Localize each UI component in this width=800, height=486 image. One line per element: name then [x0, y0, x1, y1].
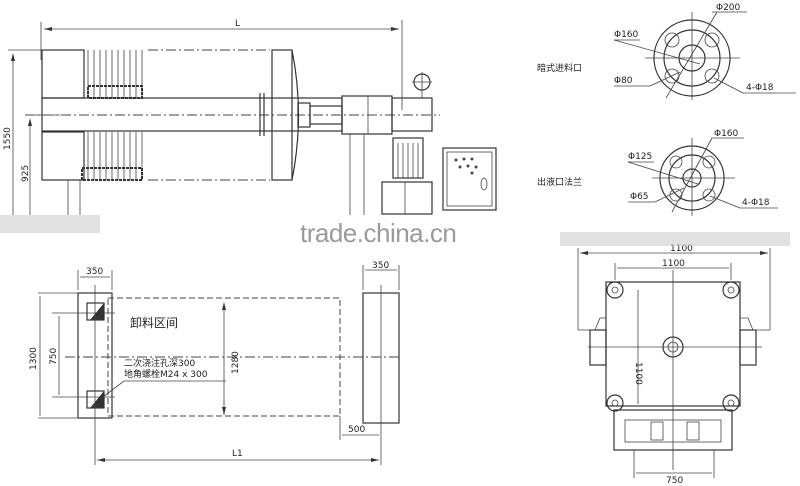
outlet-bore: Φ65 — [630, 192, 649, 202]
end-view: 1100 1100 1100 750 — [577, 244, 771, 486]
end-bolt-vertical: 1100 — [633, 362, 643, 385]
end-overall-width: 1100 — [670, 244, 693, 254]
feed-flange-title: 暗式进料口 — [537, 62, 582, 74]
foundation-plan: 350 1300 750 卸料区间 1280 二次浇注孔深300 地角螺栓M24… — [29, 261, 400, 465]
outlet-outer-dia: Φ160 — [714, 129, 739, 139]
anchor-note: 地角螺栓M24 x 300 — [124, 368, 208, 380]
outlet-flange: Φ160 Φ125 Φ65 4-Φ18 出液口法兰 — [537, 129, 778, 216]
dim-1550: 1550 — [3, 127, 13, 150]
outlet-holes: 4-Φ18 — [742, 198, 770, 208]
side-view: L 1550 925 — [3, 19, 497, 215]
feed-bolt-circle: Φ160 — [614, 30, 639, 40]
dim-L: L — [235, 19, 240, 29]
left-pad-width: 350 — [86, 267, 103, 277]
end-base-width: 750 — [666, 476, 683, 486]
discharge-zone-label: 卸料区间 — [130, 315, 178, 330]
right-pad-width: 350 — [372, 261, 389, 271]
feed-flange: Φ200 Φ160 Φ80 4-Φ18 暗式进料口 — [537, 3, 796, 100]
grout-note: 二次浇注孔深300 — [124, 357, 195, 369]
feed-holes: 4-Φ18 — [746, 83, 774, 93]
feed-outer-dia: Φ200 — [716, 3, 741, 13]
bolt-spacing: 750 — [49, 348, 59, 365]
discharge-width: 1280 — [231, 351, 241, 374]
watermark: trade.china.cn — [300, 218, 457, 248]
outlet-flange-title: 出液口法兰 — [537, 176, 582, 188]
outlet-bolt-circle: Φ125 — [628, 152, 652, 162]
dim-925: 925 — [21, 165, 31, 182]
end-bolt-horizontal: 1100 — [662, 259, 685, 269]
end-offset: 500 — [348, 425, 365, 435]
feed-bore: Φ80 — [614, 76, 633, 86]
left-pad-height: 1300 — [29, 347, 39, 370]
span-L1: L1 — [232, 449, 243, 459]
